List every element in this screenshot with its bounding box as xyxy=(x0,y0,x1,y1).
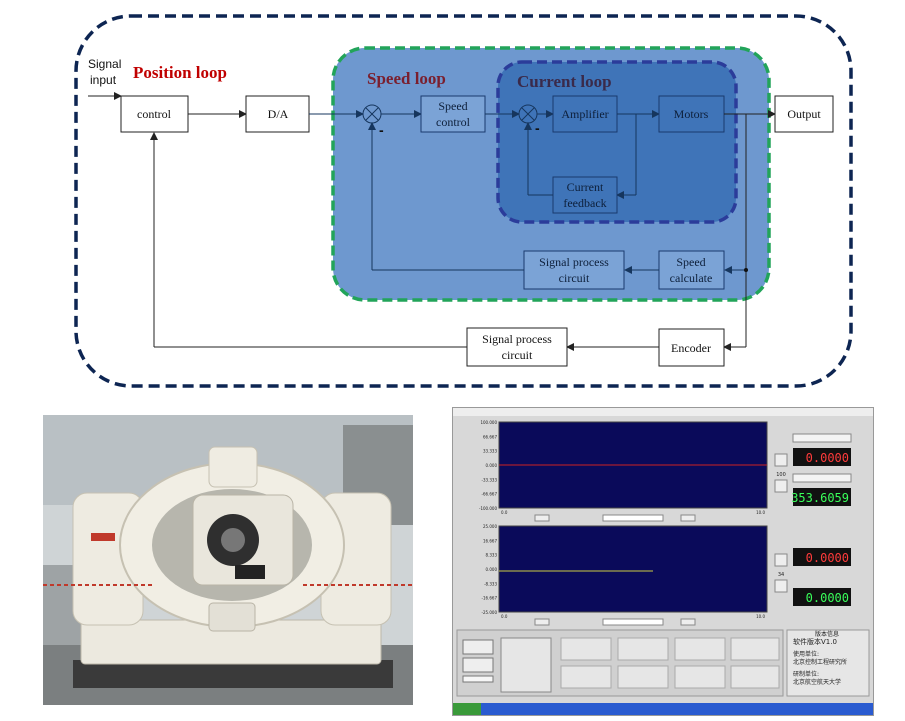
readout-1 xyxy=(793,448,851,466)
current-minus-sign: - xyxy=(535,120,540,136)
svg-text:0.0000: 0.0000 xyxy=(806,591,849,605)
current-feedback-block xyxy=(552,176,618,214)
y-tick-label: 25.000 xyxy=(483,524,497,529)
svg-text:软件版本V1.0: 软件版本V1.0 xyxy=(793,637,837,646)
speed-loop-title: Speed loop xyxy=(367,69,446,88)
svg-text:0.0000: 0.0000 xyxy=(806,551,849,565)
software-screenshot: 100.000 66.667 33.333 0.000 -33.333 -66.667 -1… xyxy=(452,407,874,716)
x-tick-label: 10.0 xyxy=(756,614,765,619)
speed-calculate-block xyxy=(658,250,725,290)
current-loop-title: Current loop xyxy=(517,72,612,91)
y-tick-label: 0.000 xyxy=(486,567,498,572)
y-tick-label: -8.333 xyxy=(484,581,497,586)
current-feedback-label-2: feedback xyxy=(563,196,606,210)
readout-4 xyxy=(793,588,851,606)
svg-text:使用单位:: 使用单位: xyxy=(793,650,819,658)
speed-calculate-label: Speed xyxy=(676,255,705,269)
signal-process-outer-label: Signal process xyxy=(482,332,552,346)
y-tick-label: 33.333 xyxy=(483,449,497,454)
encoder-label: Encoder xyxy=(671,341,711,355)
signal-input-label-2: input xyxy=(90,73,117,87)
signal-process-outer-block xyxy=(466,327,568,367)
control-label: control xyxy=(137,107,172,121)
svg-text:100: 100 xyxy=(776,472,786,478)
svg-text:353.6059: 353.6059 xyxy=(791,491,849,505)
signal-process-inner-block xyxy=(523,250,625,290)
control-block xyxy=(120,95,189,133)
readout-3 xyxy=(793,548,851,566)
svg-text:北京控制工程研究所: 北京控制工程研究所 xyxy=(793,658,847,666)
readout-2 xyxy=(793,488,851,506)
encoder-block xyxy=(658,328,725,367)
x-tick-label: 10.0 xyxy=(756,510,765,515)
y-tick-label: 100.000 xyxy=(480,420,497,425)
turntable-photo xyxy=(43,415,413,705)
svg-text:34: 34 xyxy=(778,572,784,578)
speed-minus-sign: - xyxy=(379,122,384,138)
position-loop-boundary xyxy=(74,14,853,388)
x-tick-label: 0.0 xyxy=(501,510,508,515)
y-tick-label: -25.000 xyxy=(482,610,498,615)
version-panel xyxy=(786,629,870,697)
signal-process-inner-label: Signal process xyxy=(539,255,609,269)
y-tick-label: -100.000 xyxy=(479,506,497,511)
software-ui: 100.000 66.667 33.333 0.000 -33.333 -66.667 -1… xyxy=(453,408,873,715)
taskbar xyxy=(453,703,873,715)
y-tick-label: 0.000 xyxy=(486,463,498,468)
speed-control-label-2: control xyxy=(436,115,471,129)
motors-block xyxy=(658,95,725,133)
y-tick-label: 16.667 xyxy=(483,538,497,543)
svg-text:研制单位:: 研制单位: xyxy=(793,670,819,678)
amplifier-block xyxy=(552,95,618,133)
signal-process-outer-label-2: circuit xyxy=(502,348,533,362)
svg-text:北京航空航天大学: 北京航空航天大学 xyxy=(793,678,841,686)
da-label: D/A xyxy=(268,107,289,121)
output-label: Output xyxy=(787,107,821,121)
y-tick-label: -66.667 xyxy=(482,492,498,497)
motors-label: Motors xyxy=(674,107,709,121)
output-block xyxy=(774,95,834,133)
control-loop-diagram: Signal input Position loop Speed loop Cu… xyxy=(74,14,853,388)
speed-control-label: Speed xyxy=(438,99,467,113)
svg-text:0.0000: 0.0000 xyxy=(806,451,849,465)
current-feedback-label: Current xyxy=(567,180,604,194)
y-tick-label: -16.667 xyxy=(482,596,498,601)
x-tick-label: 0.0 xyxy=(501,614,508,619)
position-loop-title: Position loop xyxy=(133,63,227,82)
signal-input-label: Signal xyxy=(88,57,121,71)
y-tick-label: 66.667 xyxy=(483,434,497,439)
amplifier-label: Amplifier xyxy=(561,107,608,121)
y-tick-label: -33.333 xyxy=(482,477,498,482)
y-tick-label: 8.333 xyxy=(486,553,498,558)
turntable-illustration xyxy=(43,415,413,705)
speed-chart xyxy=(498,525,768,613)
speed-calculate-label-2: calculate xyxy=(670,271,713,285)
svg-text:版本信息: 版本信息 xyxy=(815,630,839,638)
signal-process-inner-label-2: circuit xyxy=(559,271,590,285)
